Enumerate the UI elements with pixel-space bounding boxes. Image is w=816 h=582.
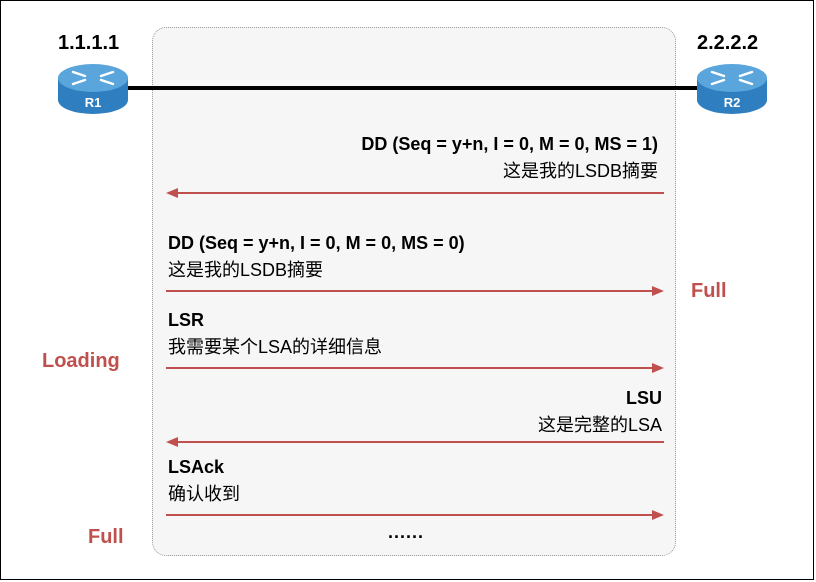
message-dd-2: DD (Seq = y+n, I = 0, M = 0, MS = 0) 这是我… (168, 230, 465, 284)
message-lsu-title: LSU (626, 388, 662, 408)
arrow-lsr (166, 363, 664, 373)
r2-router-icon: R2 (697, 64, 767, 114)
message-dd-2-subtitle: 这是我的LSDB摘要 (168, 260, 324, 280)
message-dd-1: DD (Seq = y+n, I = 0, M = 0, MS = 1) 这是我… (361, 131, 658, 185)
message-lsr-title: LSR (168, 310, 204, 330)
message-dd-1-subtitle: 这是我的LSDB摘要 (502, 161, 658, 181)
message-dd-2-title: DD (Seq = y+n, I = 0, M = 0, MS = 0) (168, 233, 465, 253)
r1-state-full: Full (88, 526, 124, 548)
r2-router-id: 2.2.2.2 (697, 32, 759, 54)
r1-router-id: 1.1.1.1 (58, 32, 120, 54)
r1-label: R1 (85, 95, 102, 110)
message-lsack-subtitle: 确认收到 (168, 484, 240, 504)
r1-state-loading: Loading (42, 350, 120, 372)
message-lsr: LSR 我需要某个LSA的详细信息 (168, 307, 382, 361)
message-lsr-subtitle: 我需要某个LSA的详细信息 (168, 337, 383, 357)
arrow-lsu (166, 437, 664, 447)
message-lsack-title: LSAck (168, 457, 225, 477)
message-lsu-subtitle: 这是完整的LSA (537, 415, 662, 435)
r1-router-icon: R1 (58, 64, 128, 114)
r1-r2-link (118, 86, 708, 90)
r2-state-full: Full (691, 280, 727, 302)
arrow-dd-1 (166, 188, 664, 198)
arrow-lsack (166, 510, 664, 520)
message-lsack: LSAck 确认收到 (168, 454, 240, 508)
arrow-dd-2 (166, 286, 664, 296)
r2-label: R2 (724, 95, 741, 110)
message-lsu: LSU 这是完整的LSA (538, 385, 662, 439)
continuation-ellipsis: ...... (388, 522, 425, 542)
message-dd-1-title: DD (Seq = y+n, I = 0, M = 0, MS = 1) (361, 134, 658, 154)
